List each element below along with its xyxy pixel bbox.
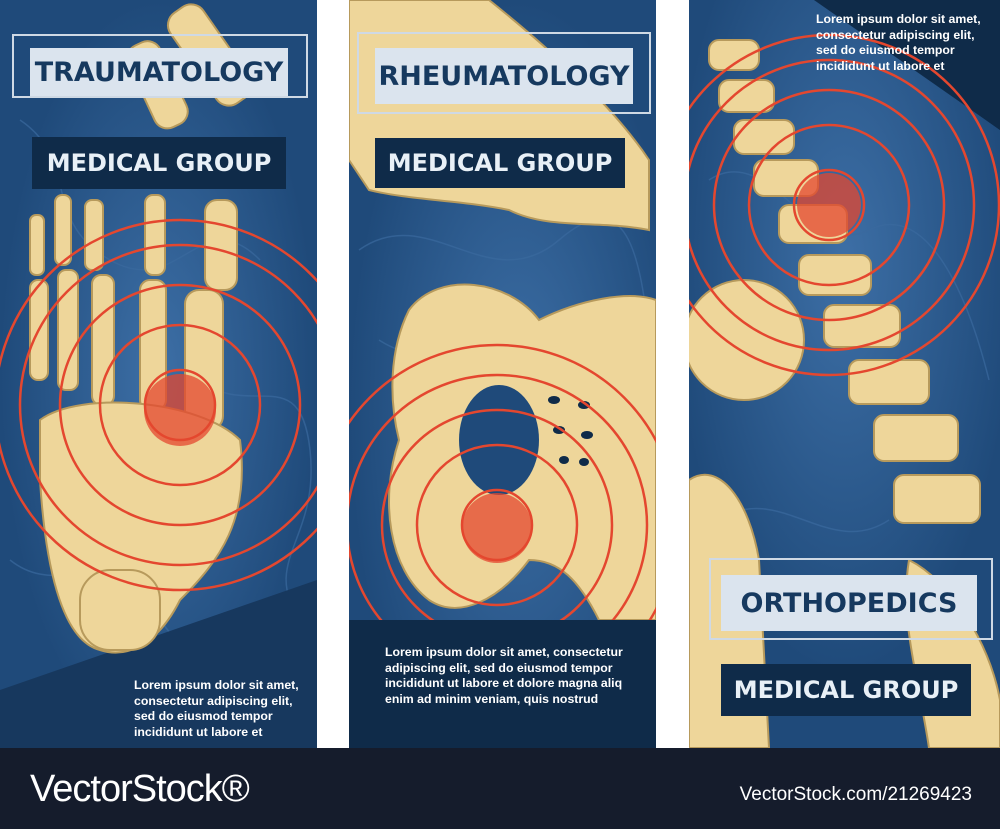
panel-title: TRAUMATOLOGY — [30, 48, 288, 96]
title-frame — [709, 558, 993, 640]
orthopedics-panel: Lorem ipsum dolor sit amet, consectetur … — [689, 0, 1000, 748]
medical-group-label: MEDICAL GROUP — [375, 138, 625, 188]
vectorstock-logo: VectorStock® — [30, 768, 250, 810]
title-frame — [12, 34, 308, 98]
lorem-text: Lorem ipsum dolor sit amet, consectetur … — [816, 12, 981, 73]
traumatology-panel: TRAUMATOLOGY MEDICAL GROUP Lorem ipsum d… — [0, 0, 317, 748]
medical-group-label: MEDICAL GROUP — [721, 664, 971, 716]
panel-title: ORTHOPEDICS — [721, 575, 977, 631]
medical-group-label: MEDICAL GROUP — [32, 137, 286, 189]
lorem-text: Lorem ipsum dolor sit amet, consectetur … — [134, 678, 299, 739]
image-id: VectorStock.com/21269423 — [739, 784, 972, 805]
lorem-text: Lorem ipsum dolor sit amet, consectetur … — [385, 645, 623, 706]
footer-bar: VectorStock® VectorStock.com/21269423 — [0, 748, 1000, 829]
foot-skeleton-illustration — [0, 0, 317, 748]
panel-title: RHEUMATOLOGY — [375, 48, 633, 104]
rheumatology-panel: RHEUMATOLOGY MEDICAL GROUP Lorem ipsum d… — [349, 0, 656, 748]
title-frame — [357, 32, 651, 114]
